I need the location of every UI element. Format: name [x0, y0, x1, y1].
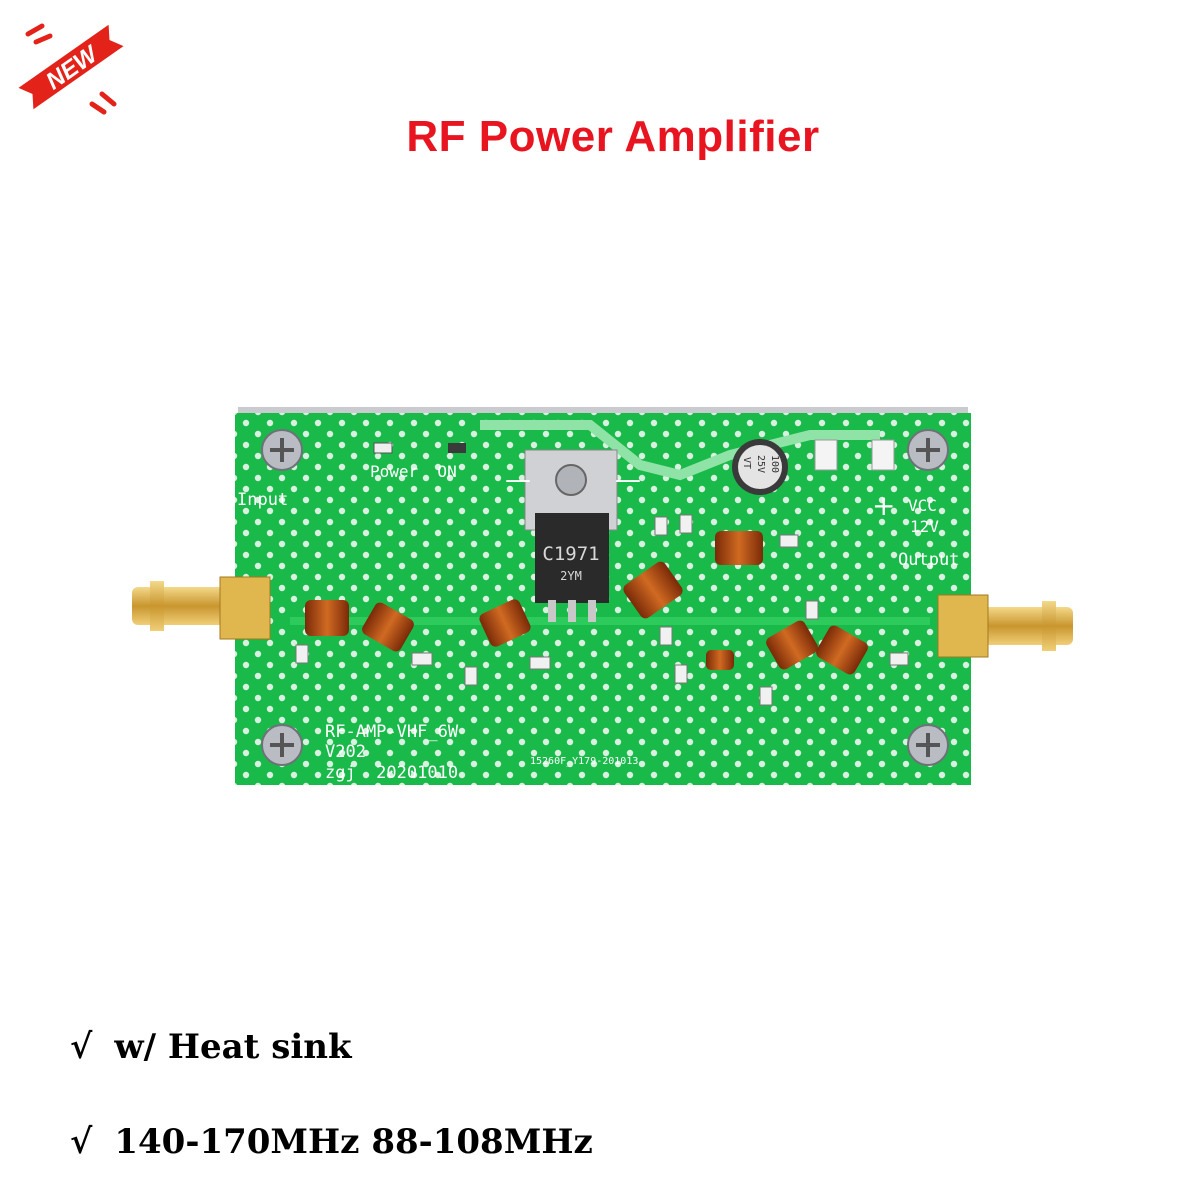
inductor-coil: [715, 531, 763, 565]
capacitor-value: 100: [769, 455, 780, 473]
check-icon: √: [70, 1122, 93, 1162]
output-label: Output: [898, 550, 959, 570]
sma-output-connector: [937, 594, 1073, 658]
feature-frequency: √ 140-170MHz 88-108MHz: [70, 1122, 593, 1162]
power-led: [373, 442, 393, 454]
power-on-label: Power ON: [370, 462, 457, 481]
date-label: zgj 20201010: [325, 763, 458, 783]
pcb-board: Input Output Power ON VCC 12V RF-AMP-VHF…: [132, 407, 1073, 785]
capacitor-series: VT: [741, 457, 752, 469]
batch-label: 15260F_Y179-201013: [530, 756, 638, 767]
svg-text:—: —: [615, 465, 641, 495]
mounting-screw: [907, 429, 949, 471]
feature-text: 140-170MHz 88-108MHz: [114, 1122, 593, 1162]
version-label: V202: [325, 742, 366, 762]
svg-text:—: —: [505, 465, 531, 495]
inductor-coil: [305, 600, 349, 636]
mounting-screw: [261, 724, 303, 766]
inductor-coil: [479, 599, 531, 647]
transistor-marking: C1971: [542, 543, 599, 565]
new-badge: NEW: [18, 23, 124, 115]
input-label: Input: [237, 490, 288, 510]
page-title: RF Power Amplifier: [406, 112, 820, 161]
svg-text:+: +: [872, 489, 895, 522]
model-label: RF-AMP-VHF_6W: [325, 722, 459, 742]
transistor-code: 2YM: [560, 569, 582, 583]
inductor-coil: [706, 650, 734, 670]
inductor-coil: [362, 602, 414, 652]
vcc-label: VCC: [908, 496, 937, 515]
inductor-coil: [623, 561, 683, 619]
inductor-coil: [816, 625, 868, 675]
electrolytic-capacitor: [732, 439, 788, 495]
sma-input-connector: [132, 576, 271, 640]
mounting-screw: [907, 724, 949, 766]
mounting-screw: [261, 429, 303, 471]
voltage-label: 12V: [910, 517, 939, 536]
inductor-coil: [766, 620, 818, 670]
feature-text: w/ Heat sink: [114, 1027, 352, 1067]
feature-heat-sink: √ w/ Heat sink: [70, 1027, 352, 1067]
capacitor-voltage: 25V: [755, 455, 766, 473]
check-icon: √: [70, 1027, 93, 1067]
transistor: [524, 449, 618, 622]
